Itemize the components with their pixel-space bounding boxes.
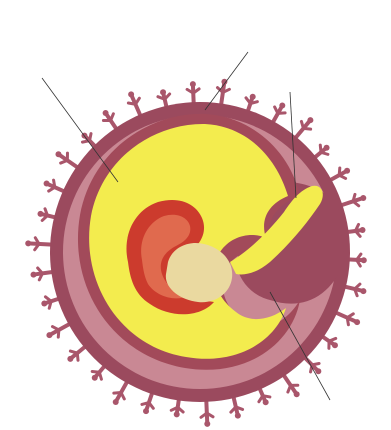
villus-branch <box>92 371 99 372</box>
villus-tip <box>279 103 285 109</box>
villus-tip <box>92 375 98 381</box>
villus-tip <box>37 211 43 217</box>
villus-tip <box>46 332 52 338</box>
villus-tip <box>143 408 149 414</box>
villus-tip <box>113 399 119 405</box>
villus-tip <box>41 301 47 307</box>
villus-branch <box>90 134 91 141</box>
villus-branch <box>303 128 310 129</box>
villus-branch <box>250 102 257 104</box>
villus-branch <box>111 114 114 121</box>
villus-branch <box>45 297 51 301</box>
villus-tip <box>160 89 166 95</box>
villus-branch <box>321 152 328 154</box>
villus-tip <box>31 272 37 278</box>
villus-tip <box>294 391 300 397</box>
villus-branch <box>353 201 359 205</box>
villus-tip <box>44 181 50 187</box>
villus-branch <box>142 403 149 405</box>
villus-branch <box>135 98 139 104</box>
villus-tip <box>55 151 61 157</box>
villus-branch <box>347 318 348 325</box>
villus-tip <box>103 110 109 116</box>
villus-tip <box>67 356 73 362</box>
villus-tip <box>315 368 321 374</box>
villus-tip <box>190 81 196 87</box>
villus-branch <box>259 396 263 402</box>
villus-tip <box>344 168 350 174</box>
villus-tip <box>204 421 210 427</box>
villus-branch <box>114 393 121 394</box>
villus-tip <box>174 411 180 417</box>
villus-tip <box>25 240 31 246</box>
villus-tip <box>128 91 134 97</box>
villus-branch <box>70 351 77 353</box>
villus-tip <box>360 288 366 294</box>
villus-tip <box>361 257 367 263</box>
villus-branch <box>288 385 291 392</box>
villus-branch <box>278 113 285 114</box>
villus-tip <box>332 342 338 348</box>
villus-tip <box>324 145 330 151</box>
villus-tip <box>263 399 269 405</box>
villus-tip <box>250 94 256 100</box>
villus-branch <box>52 327 58 330</box>
leader-allantois <box>205 52 248 110</box>
villus-tip <box>360 227 366 233</box>
villus-tip <box>307 117 313 123</box>
villus-branch <box>54 180 55 187</box>
villus-tip <box>354 319 360 325</box>
villus-tip <box>235 413 241 419</box>
villus-branch <box>339 175 345 178</box>
villus-tip <box>360 195 366 201</box>
